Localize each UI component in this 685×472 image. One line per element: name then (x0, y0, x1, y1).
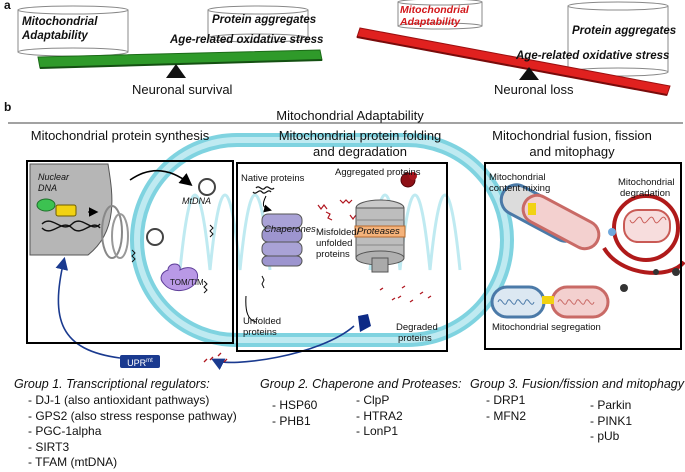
nuclear-dna-label-line2: DNA (38, 183, 58, 193)
col1-title: Mitochondrial protein synthesis (30, 128, 210, 143)
content-mixing-label-line1: Mitochondrial (489, 172, 546, 183)
left-aggregates-label: Protein aggregates (212, 14, 317, 26)
tom-tim-label: TOM/TIM (170, 278, 204, 287)
box2-artwork (211, 172, 432, 371)
right-cylinder-mito (397, 0, 483, 30)
panel-b-main-title: Mitochondrial Adaptability (276, 108, 424, 123)
group3-list-a: - DRP1 - MFN2 (486, 393, 526, 424)
group2-item: - LonP1 (356, 424, 399, 438)
upr-mt-badge: UPRmt (120, 355, 160, 368)
background-mitochondrion (130, 133, 514, 347)
chaperones-label: Chaperones (264, 224, 316, 235)
box-fusion-fission (484, 162, 682, 350)
group2-item: - HTRA2 (356, 408, 403, 423)
group2-list-a: - HSP60 - PHB1 (272, 398, 317, 429)
right-mito-label-line2: Adaptability (400, 16, 461, 28)
box1-artwork (29, 163, 216, 294)
group2-item: - PHB1 (272, 413, 311, 428)
group1-title: Group 1. Transcriptional regulators: (14, 377, 210, 391)
degradation-label-line2: degradation (620, 188, 671, 199)
box-folding-degradation (236, 162, 448, 352)
left-fulcrum (166, 64, 186, 78)
group1-list: - DJ-1 (also antioxidant pathways) - GPS… (28, 393, 237, 471)
group3-list-b: - Parkin - PINK1 - pUb (590, 398, 632, 445)
group1-item: - GPS2 (also stress response pathway) (28, 408, 237, 423)
col3-title-line2: and mitophagy (529, 144, 615, 159)
proteases-label: Proteases (357, 226, 400, 237)
group3-item: - PINK1 (590, 413, 633, 428)
group3-item: - Parkin (590, 398, 632, 412)
nuclear-envelope-layer (101, 205, 123, 259)
group1-item: - PGC-1alpha (28, 424, 102, 438)
col2-title-line2: and degradation (313, 144, 407, 159)
left-mito-label-line1: Mitochondrial (22, 16, 98, 28)
degraded-label-line1: Degraded (396, 322, 438, 333)
content-mixing-label-line2: content mixing (489, 183, 551, 194)
right-cylinder-aggregates (567, 1, 669, 77)
chaperone-barrel (261, 213, 303, 267)
upr-text: UPR (127, 358, 147, 368)
group2-list-b: - ClpP - HTRA2 - LonP1 (356, 393, 403, 440)
unfolded-label-line1: Unfolded (243, 316, 282, 327)
left-cylinder-aggregates (207, 5, 309, 43)
group1-item: - DJ-1 (also antioxidant pathways) (28, 393, 210, 407)
col2-title-line1: Mitochondrial protein folding (278, 128, 442, 143)
group2-title: Group 2. Chaperone and Proteases: (260, 377, 462, 391)
left-stress-label: Age-related oxidative stress (170, 34, 324, 46)
right-mito-label-line1: Mitochondrial (400, 4, 469, 16)
left-scale (17, 5, 323, 78)
left-cylinder-mito (17, 5, 129, 57)
degradation-label-line1: Mitochondrial (618, 177, 675, 188)
box-protein-synthesis (26, 160, 234, 344)
segregation-label: Mitochondrial segregation (492, 322, 601, 333)
group1-item: - SIRT3 (28, 439, 70, 454)
group2-item: - HSP60 (272, 398, 318, 412)
upr-sup: mt (146, 358, 153, 364)
left-mito-label-line2: Adaptability (22, 30, 88, 42)
panel-a-letter: a (4, 0, 11, 12)
group1-item: - TFAM (mtDNA) (28, 455, 118, 469)
right-outcome-label: Neuronal loss (494, 82, 574, 97)
mtdna-label: MtDNA (182, 196, 211, 206)
misfolded-label-line3: proteins (316, 249, 350, 260)
misfolded-label-line1: Misfolded/ (316, 227, 360, 238)
panel-b-letter: b (4, 100, 12, 114)
aggregated-proteins-label: Aggregated proteins (335, 167, 421, 178)
right-stress-label: Age-related oxidative stress (516, 50, 670, 62)
col3-title-line1: Mitochondrial fusion, fission (492, 128, 652, 143)
protease-barrel (354, 199, 406, 273)
right-scale (356, 0, 671, 96)
group3-item: - MFN2 (486, 408, 526, 423)
group3-item: - DRP1 (486, 393, 526, 407)
misfolded-label-line2: unfolded (316, 238, 353, 249)
right-aggregates-label: Protein aggregates (572, 25, 677, 37)
group3-item: - pUb (590, 429, 620, 443)
nuclear-dna-label-line1: Nuclear (38, 172, 70, 182)
group3-title: Group 3. Fusion/fission and mitophagy (470, 377, 685, 391)
right-fulcrum (519, 67, 539, 80)
left-outcome-label: Neuronal survival (132, 82, 233, 97)
degraded-label-line2: proteins (398, 333, 432, 344)
group2-item: - ClpP (356, 393, 390, 407)
box3-artwork (490, 183, 685, 319)
unfolded-label-line2: proteins (243, 327, 277, 338)
native-proteins-label: Native proteins (241, 173, 305, 184)
